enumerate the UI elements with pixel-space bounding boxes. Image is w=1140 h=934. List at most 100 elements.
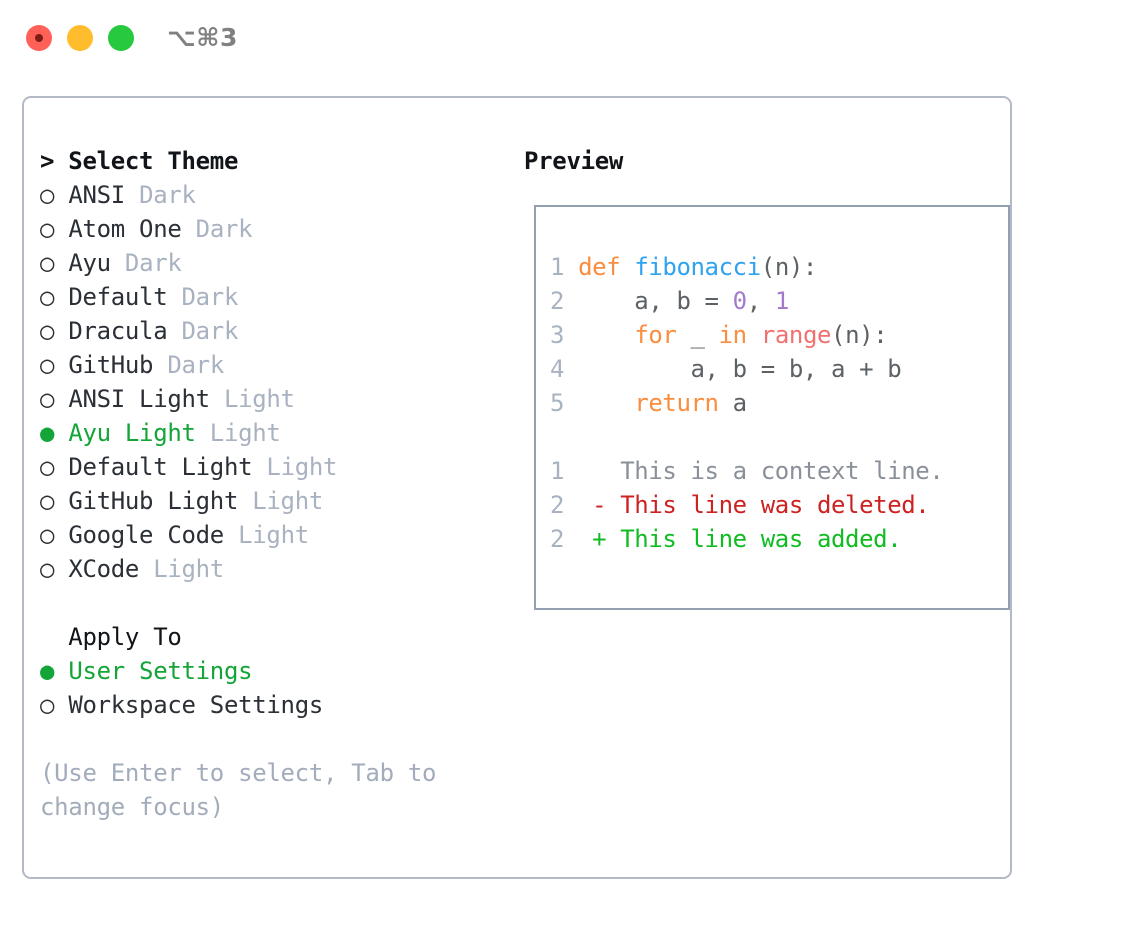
theme-list-item[interactable]: ● Ayu Light Light xyxy=(40,416,490,450)
apply-to-label: Workspace Settings xyxy=(68,691,323,719)
diff-line: 2 + This line was added. xyxy=(550,522,1002,556)
code-line: 4 a, b = b, a + b xyxy=(550,352,1002,386)
code-token: , xyxy=(746,287,775,315)
radio-unselected-icon: ○ xyxy=(40,453,69,481)
radio-unselected-icon: ○ xyxy=(40,317,69,345)
theme-list-variant-tag: Dark xyxy=(110,249,182,277)
diff-line: 2 - This line was deleted. xyxy=(550,488,1002,522)
code-line-number: 5 xyxy=(550,389,579,417)
code-token: 0 xyxy=(732,287,747,315)
radio-unselected-icon: ○ xyxy=(40,691,69,719)
radio-unselected-icon: ○ xyxy=(40,487,69,515)
theme-list-label: GitHub Light xyxy=(68,487,239,515)
code-token: (n): xyxy=(760,253,818,281)
theme-list-column: > Select Theme ○ ANSI Dark○ Atom One Dar… xyxy=(40,144,490,824)
theme-list-item[interactable]: ○ Dracula Dark xyxy=(40,314,490,348)
code-token xyxy=(578,389,634,417)
theme-selector-panel: > Select Theme ○ ANSI Dark○ Atom One Dar… xyxy=(22,96,1012,879)
diff-sample: 1 This is a context line.2 - This line w… xyxy=(550,454,1002,556)
code-line-number: 3 xyxy=(550,321,579,349)
code-token: def xyxy=(578,253,635,281)
diff-line: 1 This is a context line. xyxy=(550,454,1002,488)
radio-unselected-icon: ○ xyxy=(40,283,69,311)
theme-list-item[interactable]: ○ Google Code Light xyxy=(40,518,490,552)
theme-list-item[interactable]: ○ Default Dark xyxy=(40,280,490,314)
theme-list-variant-tag: Dark xyxy=(167,317,239,345)
code-token: a, b = xyxy=(578,287,733,315)
theme-list-label: GitHub xyxy=(68,351,154,379)
preview-column: Preview 1 def fibonacci(n):2 a, b = 0, 1… xyxy=(502,144,1010,610)
code-token: a, b = b, a + b xyxy=(578,355,902,383)
code-token: for xyxy=(634,321,677,349)
theme-list-variant-tag: Dark xyxy=(167,283,239,311)
theme-list-variant-tag: Light xyxy=(238,487,324,515)
apply-to-item[interactable]: ○ Workspace Settings xyxy=(40,688,490,722)
code-line-number: 4 xyxy=(550,355,579,383)
apply-to-item[interactable]: ● User Settings xyxy=(40,654,490,688)
diff-line-text: This is a context line. xyxy=(592,457,944,485)
maximize-window-icon[interactable] xyxy=(108,25,134,51)
radio-unselected-icon: ○ xyxy=(40,351,69,379)
code-line-number: 1 xyxy=(550,253,579,281)
radio-unselected-icon: ○ xyxy=(40,249,69,277)
minimize-window-icon[interactable] xyxy=(67,25,93,51)
diff-line-number: 2 xyxy=(550,491,593,519)
select-theme-heading: > Select Theme xyxy=(40,147,239,175)
diff-line-number: 2 xyxy=(550,525,593,553)
theme-list-item[interactable]: ○ ANSI Light Light xyxy=(40,382,490,416)
code-diff-separator xyxy=(550,420,1002,454)
radio-unselected-icon: ○ xyxy=(40,385,69,413)
theme-list-item[interactable]: ○ Default Light Light xyxy=(40,450,490,484)
theme-list-variant-tag: Dark xyxy=(181,215,253,243)
code-line: 2 a, b = 0, 1 xyxy=(550,284,1002,318)
code-line: 5 return a xyxy=(550,386,1002,420)
theme-list-label: ANSI xyxy=(68,181,125,209)
theme-list-item[interactable]: ○ GitHub Dark xyxy=(40,348,490,382)
code-line: 3 for _ in range(n): xyxy=(550,318,1002,352)
theme-list-item[interactable]: ○ Ayu Dark xyxy=(40,246,490,280)
radio-selected-icon: ● xyxy=(40,657,69,685)
apply-to-heading: Apply To xyxy=(40,623,182,651)
code-token: _ xyxy=(676,321,719,349)
preview-heading: Preview xyxy=(524,147,624,175)
radio-unselected-icon: ○ xyxy=(40,521,69,549)
radio-unselected-icon: ○ xyxy=(40,555,69,583)
title-bar: ⌥⌘3 xyxy=(0,0,1140,78)
theme-list-item[interactable]: ○ ANSI Dark xyxy=(40,178,490,212)
code-token: return xyxy=(634,389,719,417)
code-token: in xyxy=(718,321,748,349)
theme-list-item[interactable]: ○ GitHub Light Light xyxy=(40,484,490,518)
theme-list-item[interactable]: ○ Atom One Dark xyxy=(40,212,490,246)
radio-unselected-icon: ○ xyxy=(40,215,69,243)
theme-list-variant-tag: Dark xyxy=(153,351,224,379)
theme-list-label: Ayu Light xyxy=(68,419,196,447)
apply-to-label: User Settings xyxy=(68,657,253,685)
code-token: (n): xyxy=(831,321,888,349)
close-window-icon[interactable] xyxy=(26,25,52,51)
code-token: range xyxy=(760,321,832,349)
theme-list-label: Ayu xyxy=(68,249,111,277)
theme-list-variant-tag: Light xyxy=(139,555,224,583)
theme-list-label: ANSI Light xyxy=(68,385,210,413)
diff-line-text: + This line was added. xyxy=(592,525,902,553)
code-line-number: 2 xyxy=(550,287,579,315)
theme-list-variant-tag: Light xyxy=(223,521,309,549)
theme-list[interactable]: ○ ANSI Dark○ Atom One Dark○ Ayu Dark○ De… xyxy=(40,178,490,586)
list-spacer xyxy=(40,586,490,620)
theme-list-label: XCode xyxy=(68,555,140,583)
theme-list-variant-tag: Dark xyxy=(124,181,196,209)
theme-list-item[interactable]: ○ XCode Light xyxy=(40,552,490,586)
theme-list-variant-tag: Light xyxy=(209,385,295,413)
theme-list-variant-tag: Light xyxy=(195,419,281,447)
code-token: a xyxy=(718,389,747,417)
window-controls xyxy=(26,25,134,51)
keyboard-hint-text: (Use Enter to select, Tab to change focu… xyxy=(40,759,451,821)
code-line: 1 def fibonacci(n): xyxy=(550,250,1002,284)
keyboard-shortcut-label: ⌥⌘3 xyxy=(167,23,238,52)
diff-line-number: 1 xyxy=(550,457,593,485)
hint-spacer xyxy=(40,722,490,756)
apply-to-list[interactable]: ● User Settings○ Workspace Settings xyxy=(40,654,490,722)
theme-list-variant-tag: Light xyxy=(252,453,338,481)
